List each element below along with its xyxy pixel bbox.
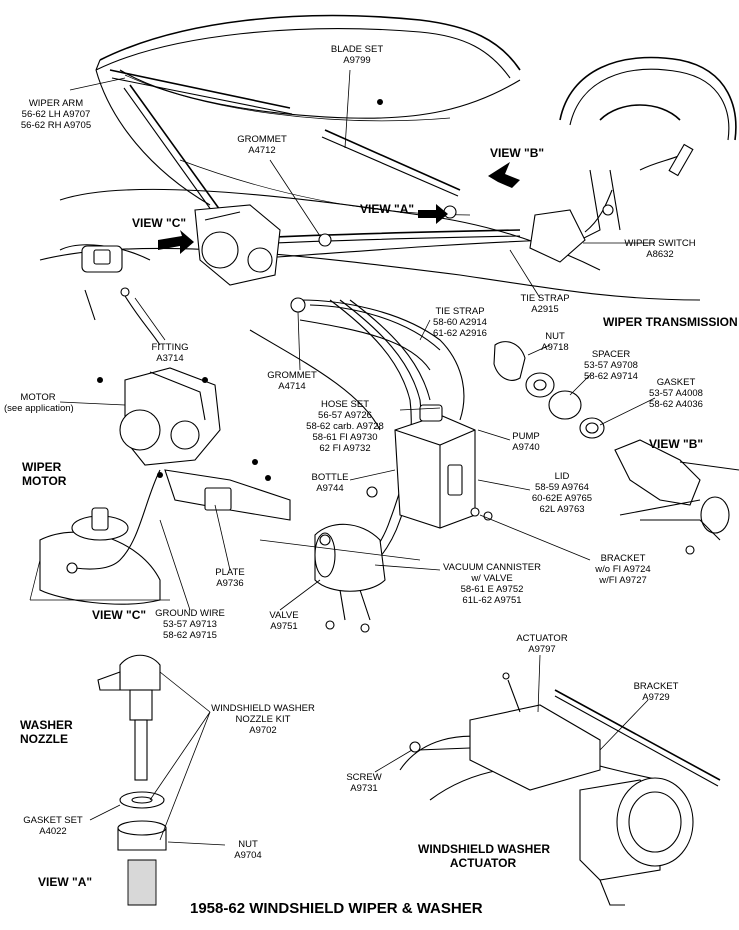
wiper-switch-shape [529, 189, 614, 263]
label-ground-wire: GROUND WIRE 53-57 A9713 58-62 A9715 [155, 608, 225, 641]
wiper-blade [109, 69, 461, 215]
label-nut-transmission: NUT A9718 [541, 331, 569, 353]
washer-actuator-shape [399, 672, 721, 906]
view-c-bottom-shape [29, 507, 170, 605]
label-wiper-switch: WIPER SWITCH A8632 [624, 238, 696, 260]
label-bracket-actuator: BRACKET A9729 [633, 681, 679, 703]
view-b-arrow [488, 162, 520, 188]
leader-lines [59, 69, 656, 846]
heading-wiper-transmission: WIPER TRANSMISSION [603, 315, 738, 329]
heading-view-a-top: VIEW "A" [360, 202, 415, 216]
label-fitting: FITTING A3714 [151, 342, 189, 364]
label-tie-strap-right: TIE STRAP A2915 [520, 293, 570, 315]
label-bottle: BOTTLE A9744 [311, 472, 349, 494]
heading-view-c-bottom: VIEW "C" [92, 608, 147, 622]
heading-view-c-top: VIEW "C" [132, 216, 187, 230]
label-wiper-arm: WIPER ARM 56-62 LH A9707 56-62 RH A9705 [20, 98, 92, 131]
bottle-shape [366, 404, 493, 529]
label-valve: VALVE A9751 [269, 610, 299, 632]
label-lid: LID 58-59 A9764 60-62E A9765 62L A9763 [531, 471, 593, 515]
windshield-cowl [39, 14, 701, 301]
label-motor: MOTOR (see application) [4, 392, 74, 414]
heading-washer-actuator: WINDSHIELD WASHER ACTUATOR [418, 842, 550, 870]
view-c-arrow [158, 230, 194, 254]
label-grommet-mid: GROMMET A4714 [267, 370, 317, 392]
label-bracket-fi: BRACKET w/o FI A9724 w/FI A9727 [595, 553, 651, 586]
label-hose-set: HOSE SET 56-57 A9726 58-62 carb. A9728 5… [306, 399, 384, 454]
label-nozzle-kit: WINDSHIELD WASHER NOZZLE KIT A9702 [211, 703, 315, 736]
wiper-motor-shape [66, 367, 291, 574]
label-spacer: SPACER 53-57 A9708 58-62 A9714 [584, 349, 638, 382]
label-grommet-top: GROMMET A4712 [237, 134, 287, 156]
view-a-arrow [418, 204, 448, 224]
label-plate: PLATE A9736 [215, 567, 245, 589]
label-vacuum-cannister: VACUUM CANNISTER w/ VALVE 58-61 E A9752 … [443, 562, 541, 606]
grommet-top-shape [318, 233, 332, 247]
heading-view-b-side: VIEW "B" [649, 437, 704, 451]
label-actuator: ACTUATOR A9797 [516, 633, 568, 655]
label-gasket: GASKET 53-57 A4008 58-62 A4036 [649, 377, 703, 410]
label-tie-strap-mid: TIE STRAP 58-60 A2914 61-62 A2916 [433, 306, 487, 339]
label-blade-set: BLADE SET A9799 [330, 44, 384, 66]
label-screw: SCREW A9731 [346, 772, 382, 794]
diagram-title: 1958-62 WINDSHIELD WIPER & WASHER [190, 900, 483, 917]
motor-top-view-c [194, 204, 281, 286]
view-a-nozzle-shape [443, 205, 457, 219]
label-pump: PUMP A9740 [512, 431, 540, 453]
fitting-area [59, 244, 161, 346]
label-gasket-set: GASKET SET A4022 [23, 815, 83, 837]
heading-wiper-motor: WIPER MOTOR [22, 460, 67, 488]
heading-washer-nozzle: WASHER NOZZLE [20, 718, 73, 746]
steering-wheel [559, 56, 737, 251]
vacuum-cannister-shape [259, 523, 421, 633]
grommet-mid-shape [290, 297, 306, 313]
heading-view-a-bottom: VIEW "A" [38, 875, 93, 889]
heading-view-b-top: VIEW "B" [490, 146, 545, 160]
label-nut-nozzle: NUT A9704 [234, 839, 262, 861]
washer-nozzle-shape [97, 654, 167, 906]
wiper-transmission-shape [493, 341, 739, 555]
